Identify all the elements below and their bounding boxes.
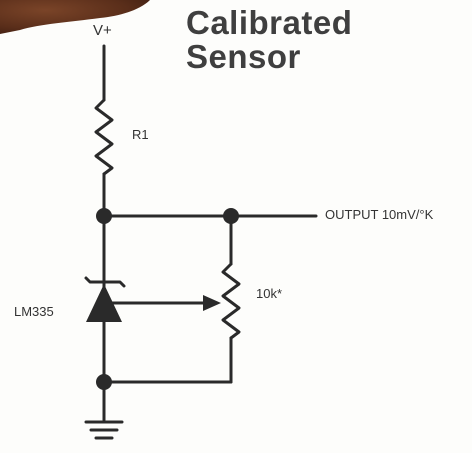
label-potentiometer: 10k*	[256, 286, 283, 301]
resistor-r1	[94, 98, 114, 176]
page-title: Calibrated Sensor	[186, 6, 352, 74]
title-line-1: Calibrated	[186, 4, 353, 41]
sensor-triangle	[86, 284, 122, 322]
junction-node-ground	[96, 374, 112, 390]
label-sensor: LM335	[14, 304, 54, 319]
decorative-corner	[0, 0, 150, 34]
potentiometer-10k	[221, 262, 241, 340]
label-resistor: R1	[132, 127, 149, 142]
label-supply: V+	[93, 22, 112, 39]
title-line-2: Sensor	[186, 38, 301, 75]
junction-node-top	[96, 208, 112, 224]
ground-symbol-icon	[84, 420, 124, 440]
junction-node-output	[223, 208, 239, 224]
wiper-arrow-icon	[203, 295, 221, 311]
label-output: OUTPUT 10mV/°K	[325, 207, 434, 222]
